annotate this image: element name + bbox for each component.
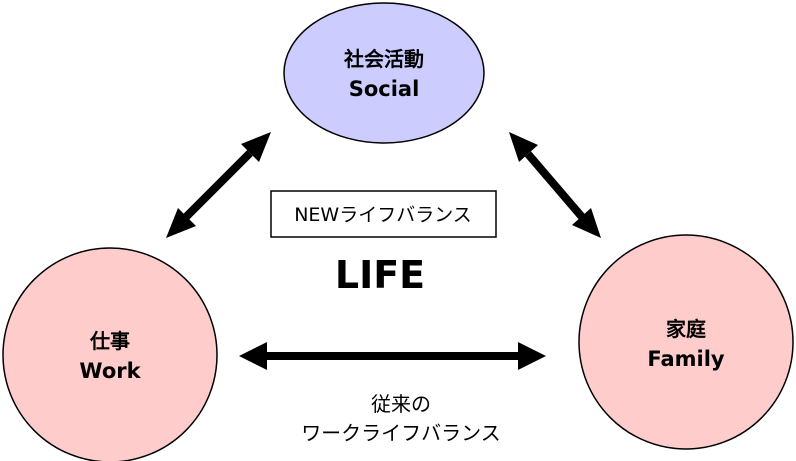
new-life-balance-box: NEWライフバランス <box>270 190 497 238</box>
arrowhead-social-end <box>241 132 271 162</box>
traditional-label-line2: ワークライフバランス <box>301 421 501 445</box>
work-label-en: Work <box>79 359 141 383</box>
work-label-jp: 仕事 <box>89 329 130 353</box>
social-label-jp: 社会活動 <box>343 47 424 71</box>
family-circle <box>578 234 794 450</box>
new-life-balance-label: NEWライフバランス <box>294 204 472 226</box>
arrowhead-family-end <box>572 208 601 238</box>
family-label-jp: 家庭 <box>666 317 706 341</box>
arrowhead-social-end <box>509 132 538 162</box>
social-ellipse <box>283 2 485 144</box>
social-node: 社会活動 Social <box>283 2 485 144</box>
work-circle <box>2 247 218 461</box>
arrowhead-work-end <box>166 208 196 238</box>
life-label: LIFE <box>335 253 425 297</box>
arrow-work-social <box>166 132 271 238</box>
work-node: 仕事 Work <box>2 247 218 461</box>
traditional-label-line1: 従来の <box>371 392 431 416</box>
social-label-en: Social <box>349 77 420 101</box>
arrowhead-work-end <box>239 342 267 370</box>
new-life-balance-border <box>270 190 497 238</box>
family-node: 家庭 Family <box>578 234 794 450</box>
arrow-social-family <box>509 132 601 238</box>
arrow-work-family <box>239 342 546 370</box>
arrowhead-family-end <box>518 342 546 370</box>
family-label-en: Family <box>647 347 725 371</box>
